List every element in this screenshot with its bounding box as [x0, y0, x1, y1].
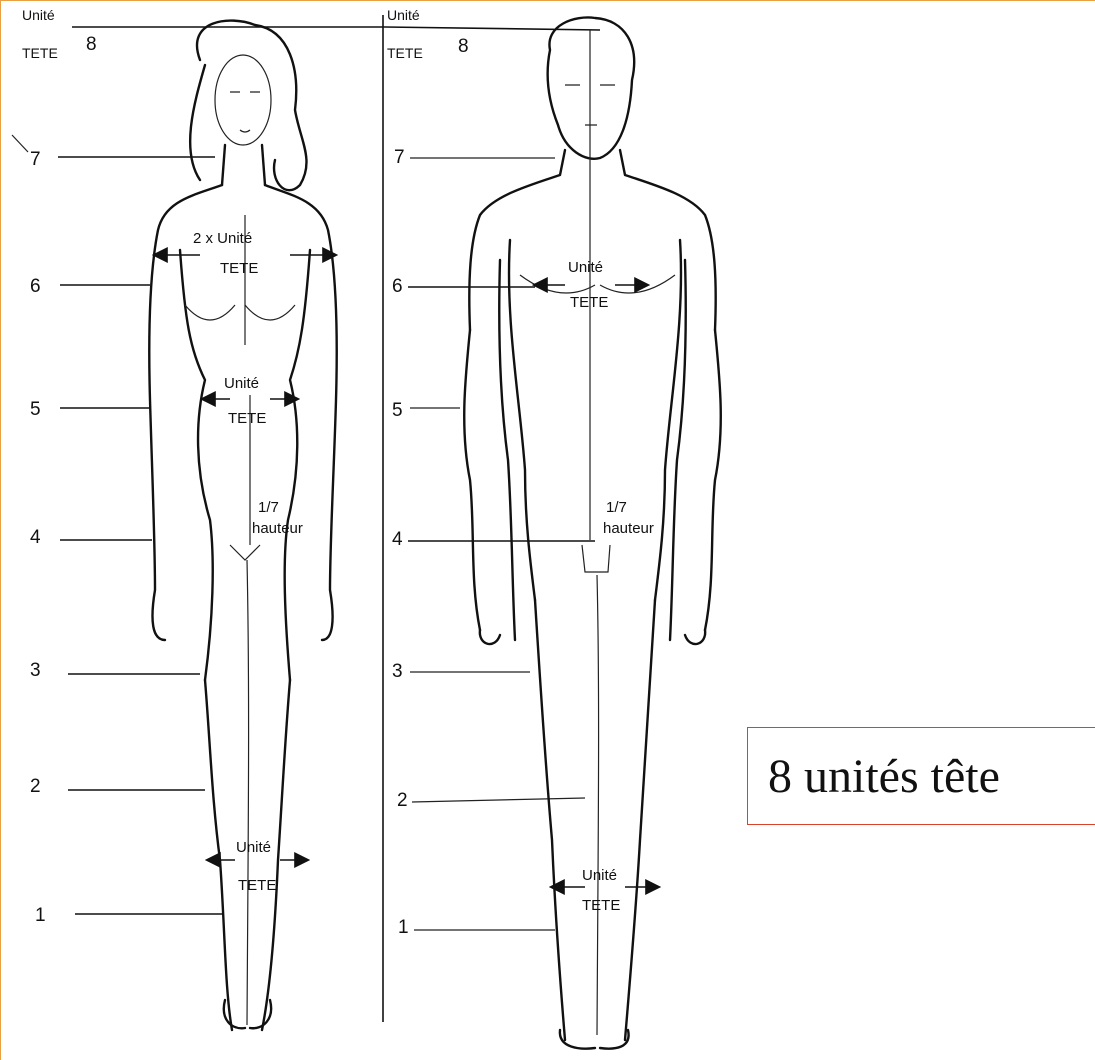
male-calf-bottom: TETE: [582, 897, 620, 914]
female-shoulder-bottom: TETE: [220, 260, 258, 277]
female-waist-top: Unité: [224, 375, 259, 392]
male-calf-top: Unité: [582, 867, 617, 884]
female-shoulder-top: 2 x Unité: [193, 230, 252, 247]
caption-text: 8 unités tête: [768, 749, 1000, 804]
male-level-4: 4: [392, 529, 403, 550]
male-levels: 7 6 5 4 3 2 1: [392, 147, 595, 938]
female-waist-bottom: TETE: [228, 410, 266, 427]
male-height-top: 1/7: [606, 499, 627, 516]
male-chest-bottom: TETE: [570, 294, 608, 311]
female-unit-label: Unité: [22, 7, 55, 23]
female-header: Unité TETE 8: [22, 7, 385, 61]
female-level-4: 4: [30, 527, 41, 548]
male-height-bottom: hauteur: [603, 520, 654, 537]
female-level-1: 1: [35, 905, 46, 926]
male-annotations: Unité TETE 1/7 hauteur Unité TETE: [535, 259, 658, 914]
female-level-2: 2: [30, 776, 41, 797]
female-height-top: 1/7: [258, 499, 279, 516]
male-level-5: 5: [392, 400, 403, 421]
female-level-3: 3: [30, 660, 41, 681]
male-level-6: 6: [392, 276, 403, 297]
female-levels: 7 6 5 4 3 2 1: [30, 149, 222, 926]
male-head-count: 8: [458, 36, 469, 57]
male-chest-top: Unité: [568, 259, 603, 276]
female-level-6: 6: [30, 276, 41, 297]
male-header: Unité TETE 8: [385, 7, 600, 61]
female-head-label: TETE: [22, 45, 58, 61]
female-calf-bottom: TETE: [238, 877, 276, 894]
male-unit-label: Unité: [387, 7, 420, 23]
corner-tick: [12, 135, 28, 152]
male-level-1: 1: [398, 917, 409, 938]
male-top-line: [385, 27, 600, 30]
male-head-label: TETE: [387, 45, 423, 61]
male-level-3: 3: [392, 661, 403, 682]
male-figure: [464, 17, 721, 1048]
female-head-count: 8: [86, 34, 97, 55]
female-height-bottom: hauteur: [252, 520, 303, 537]
caption-box: 8 unités tête: [747, 727, 1095, 825]
female-level-5: 5: [30, 399, 41, 420]
female-calf-top: Unité: [236, 839, 271, 856]
male-level-7: 7: [394, 147, 405, 168]
male-level-2: 2: [397, 790, 408, 811]
female-level-7: 7: [30, 149, 41, 170]
